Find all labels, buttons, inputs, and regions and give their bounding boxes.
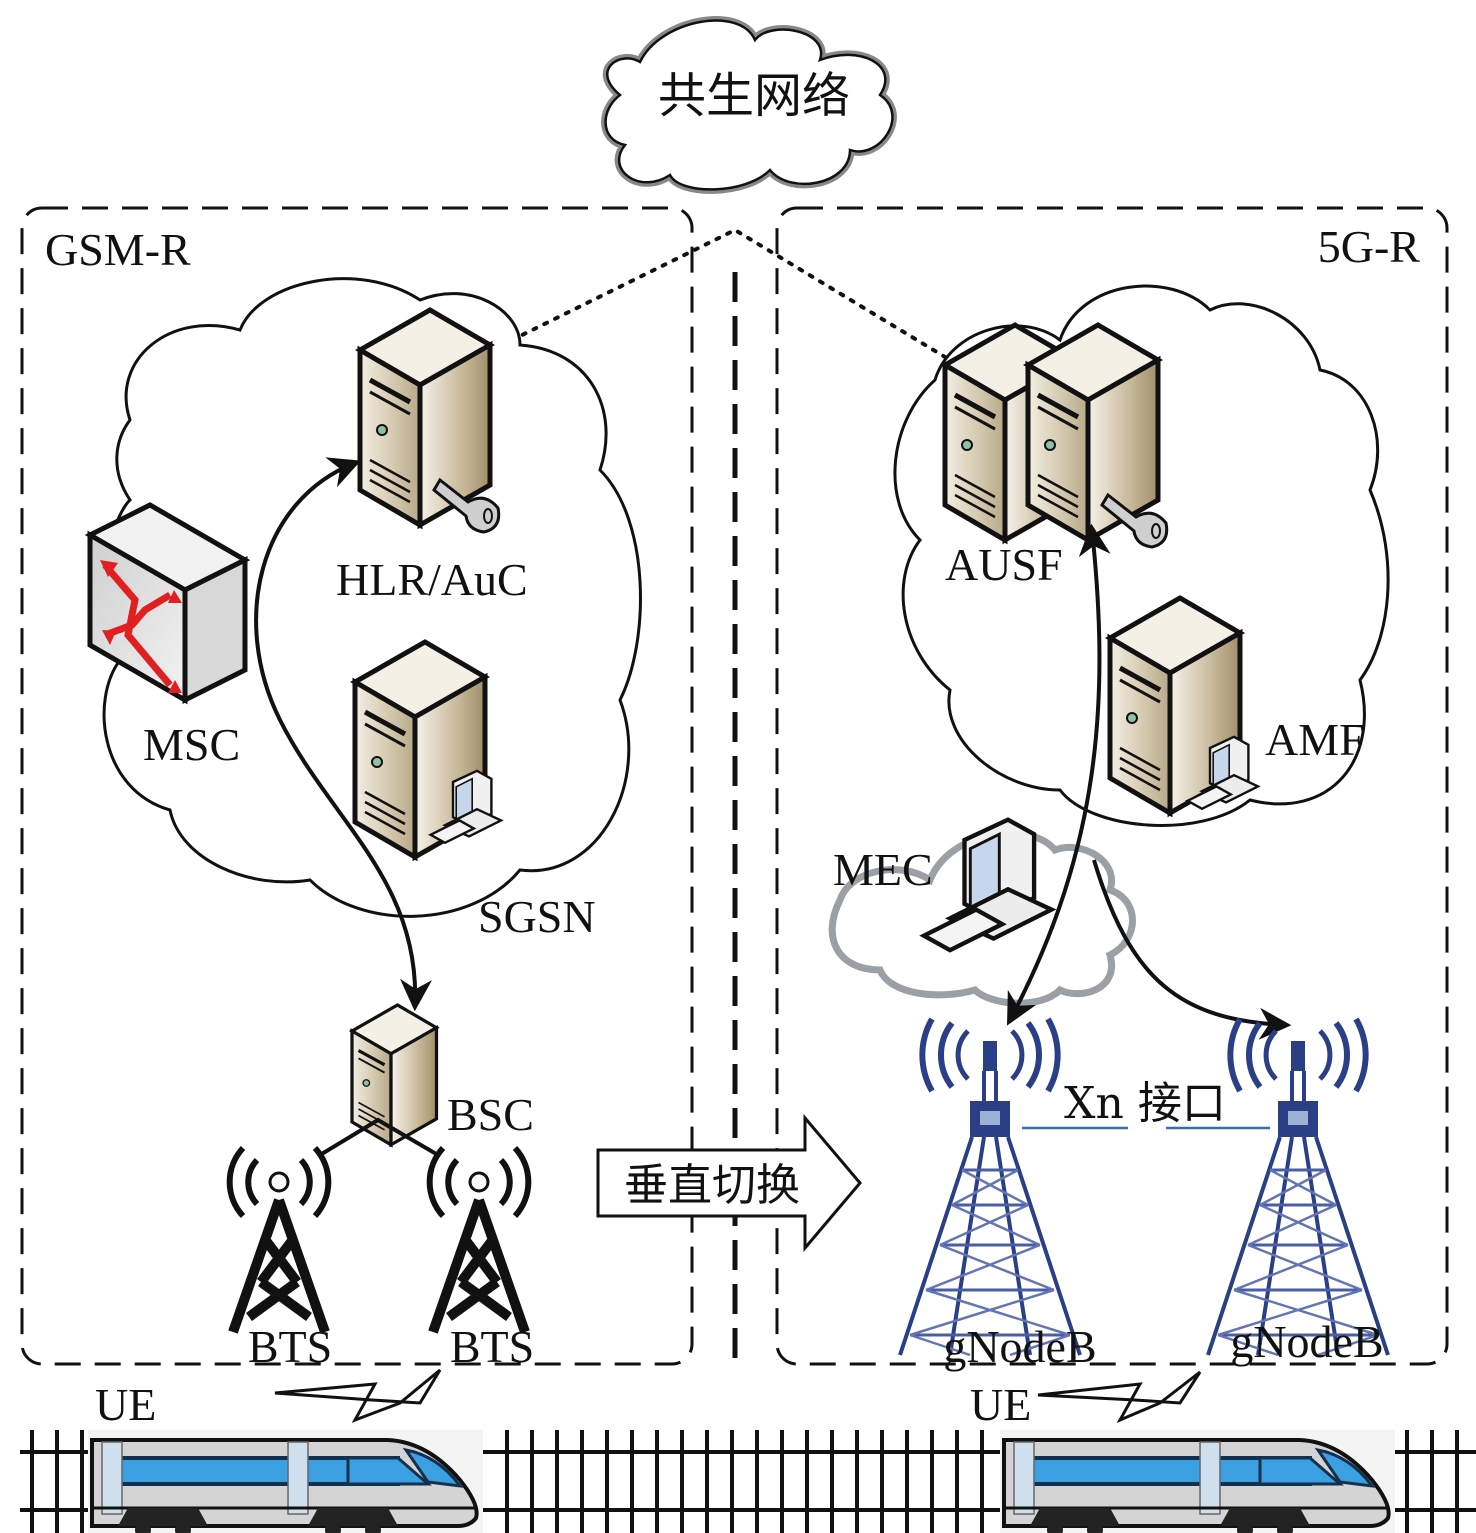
train-ue-5gr [998, 1428, 1397, 1533]
bts-right-label: BTS [450, 1321, 534, 1372]
vertical-handover-label: 垂直切换 [624, 1160, 800, 1211]
gsmr-region-label: GSM-R [45, 224, 191, 275]
wireless-link-gsmr-icon [274, 1368, 442, 1423]
msc-switch-icon [84, 502, 251, 705]
vertical-handover-arrow: 垂直切换 [596, 1113, 862, 1253]
amf-label: AMF [1265, 714, 1365, 765]
sgsn-label: SGSN [478, 891, 596, 942]
msc-label: MSC [143, 719, 240, 770]
bsc-label: BSC [447, 1089, 534, 1140]
gsmr-region [20, 206, 694, 1366]
gnodeb-left-label: gNodeB [943, 1321, 1096, 1372]
symbiotic-network-label: 共生网络 [658, 68, 850, 124]
shared-network-link [510, 227, 952, 362]
mec-label: MEC [833, 844, 933, 895]
hlr-bsc-signaling-arrow [254, 457, 432, 1012]
5gr-region [775, 206, 1449, 1366]
wireless-link-5gr-icon [1037, 1370, 1202, 1424]
ue-5gr-label: UE [970, 1379, 1031, 1430]
hlr-auc-server-icon [360, 310, 501, 534]
ausf-gnodeb-right-arrow [1092, 859, 1292, 1040]
bsc-server-icon [350, 1003, 439, 1147]
ausf-server-icon [1028, 325, 1169, 549]
sgsn-server-icon [355, 642, 503, 857]
bts-tower-icon [430, 1148, 529, 1332]
ue-gsmr-label: UE [95, 1379, 156, 1430]
bts-tower-icon [230, 1148, 329, 1332]
bsc-bts-links [318, 1117, 440, 1157]
xn-interface-label: Xn 接口 [1064, 1078, 1226, 1129]
hlr-auc-label: HLR/AuC [336, 554, 528, 605]
ausf-label: AUSF [945, 539, 1063, 590]
ausf-gnodeb-left-arrow [1007, 523, 1111, 1026]
symbiotic-network-cloud: 共生网络 [601, 16, 897, 194]
5gr-region-label: 5G-R [1318, 221, 1421, 272]
bts-left-label: BTS [248, 1321, 332, 1372]
railway-ties [30, 1430, 1459, 1533]
train-ue-gsmr [86, 1428, 485, 1533]
gnodeb-right-label: gNodeB [1230, 1316, 1383, 1367]
gnodeb-tower-icon [1208, 1019, 1388, 1355]
amf-server-icon [1110, 598, 1260, 813]
gnodeb-tower-icon [900, 1019, 1080, 1355]
